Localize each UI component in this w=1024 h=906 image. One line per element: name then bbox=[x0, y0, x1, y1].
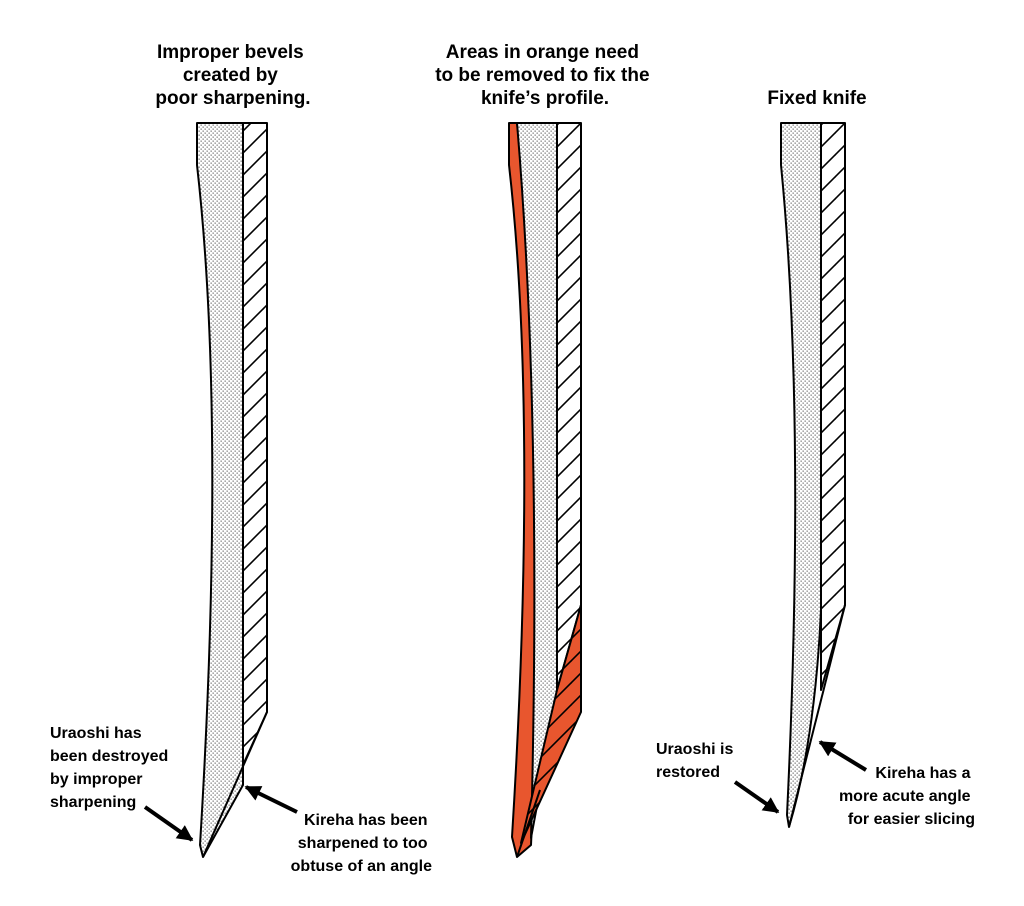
panel-areas-to-remove: Areas in orange need to be removed to fi… bbox=[435, 42, 655, 858]
panel-2-title-line-1: Areas in orange need bbox=[446, 42, 639, 63]
panel-2-title-line-3: knife’s profile. bbox=[481, 88, 609, 109]
panel-1-title-line-1: Improper bevels bbox=[157, 42, 304, 63]
panel-3-blade-face bbox=[780, 122, 822, 828]
panel-3-note-uraoshi: Uraoshi is restored bbox=[656, 741, 738, 781]
panel-3-arrow-kireha bbox=[818, 740, 868, 772]
panel-3-kireha-bevel bbox=[788, 604, 846, 828]
panel-2-title-line-2: to be removed to fix the bbox=[435, 65, 649, 86]
svg-text:Areas in orange need to: Areas in orange need to be removed to fi… bbox=[435, 42, 655, 109]
panel-1-blade-core bbox=[242, 122, 268, 766]
panel-1-note-kireha: Kireha has been sharpened to too obtuse … bbox=[291, 812, 432, 875]
svg-text:Fixed knife: Fixed knife bbox=[767, 88, 866, 109]
panel-3-blade-core bbox=[820, 122, 846, 691]
panel-2-blade-core bbox=[556, 122, 582, 691]
panel-1-title-line-2: created by bbox=[183, 65, 278, 86]
panel-improper-bevels: Improper bevels created by poor sharpeni… bbox=[50, 42, 432, 875]
panel-3-title-line-1: Fixed knife bbox=[767, 88, 866, 109]
panel-1-note-uraoshi: Uraoshi has been destroyed by improper s… bbox=[50, 725, 173, 811]
svg-text:Improper bevels created: Improper bevels created by poor sharpeni… bbox=[155, 42, 310, 109]
panel-3-arrow-uraoshi bbox=[733, 780, 780, 814]
panel-1-arrow-kireha bbox=[244, 785, 298, 814]
panel-1-title-line-3: poor sharpening. bbox=[155, 88, 310, 109]
panel-1-kireha-bevel bbox=[202, 711, 268, 858]
panel-2-tip-line bbox=[516, 789, 541, 858]
panel-1-blade-face bbox=[196, 122, 244, 858]
panel-1-arrow-uraoshi bbox=[143, 805, 194, 842]
panel-3-note-kireha: Kireha has a more acute angle for easier… bbox=[839, 765, 975, 828]
panel-fixed-knife: Fixed knife Uraoshi is restored Kireha h… bbox=[656, 88, 975, 828]
